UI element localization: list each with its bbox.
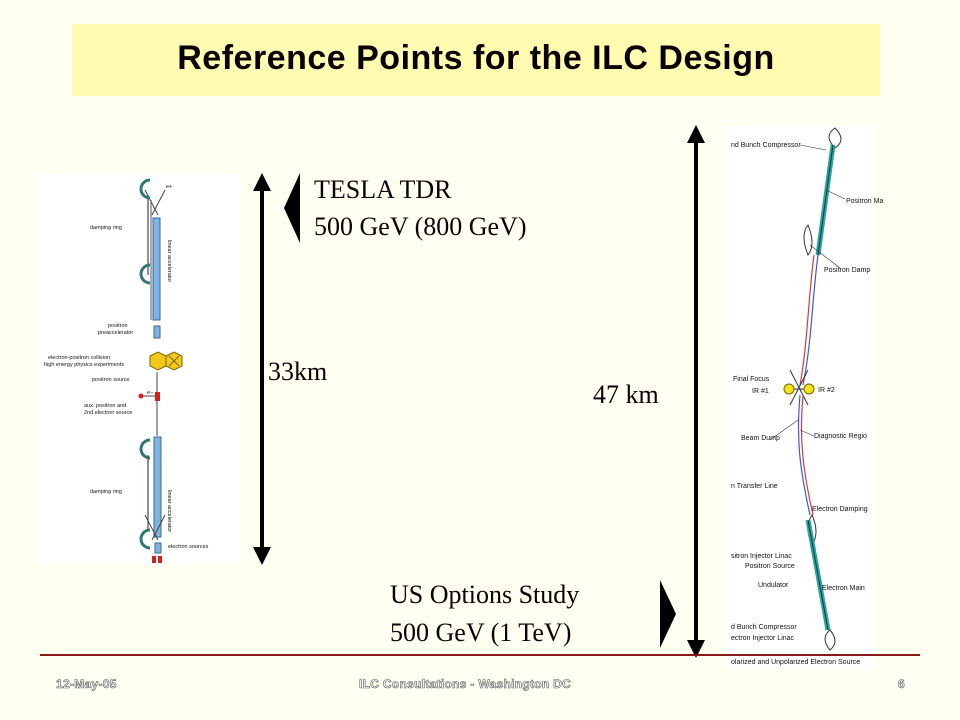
us-pointer-triangle — [660, 580, 676, 648]
us-label-electron-injector: ectron Injector Linac — [731, 635, 795, 642]
tesla-label-preaccelerator: preaccelerator — [98, 330, 133, 336]
us-label-undulator: Undulator — [758, 582, 789, 589]
tesla-diagram — [38, 174, 240, 564]
tesla-schematic: e+ damping ring linear accelerator posit… — [44, 178, 209, 563]
ir1-detector — [783, 383, 795, 395]
us-label-bunch-compressor-bottom: d Bunch Compressor — [731, 624, 797, 631]
damping-ring-top-2 — [139, 263, 151, 285]
us-energy-label: 500 GeV (1 TeV) — [390, 618, 572, 647]
positron-source-block — [155, 392, 160, 401]
tesla-label-e-minus: e− — [147, 390, 153, 396]
us-label-positron-main: Positron Ma — [846, 198, 883, 205]
us-label-ir2: IR #2 — [818, 387, 835, 394]
footer-page-number: 6 — [898, 677, 905, 692]
us-length-arrow — [687, 125, 705, 658]
detector-hexagon-1 — [149, 351, 167, 371]
tesla-label-collision-2: high energy physics experiments — [44, 362, 124, 368]
damping-ring-bottom-2 — [139, 528, 151, 550]
us-options-label: US Options Study — [390, 580, 580, 609]
footer-date: 12-May-05 — [56, 677, 117, 692]
tesla-label-e-plus: e+ — [166, 184, 172, 190]
tesla-energy-label: 500 GeV (800 GeV) — [314, 212, 527, 241]
ir2-detector — [803, 383, 815, 395]
positron-damping-ring — [803, 224, 813, 256]
tesla-label-positron: positron — [108, 323, 128, 329]
us-label-final-focus: Final Focus — [733, 376, 770, 383]
tesla-label-linear-accelerator-top: linear accelerator — [166, 240, 172, 282]
damping-ring-top-1 — [139, 178, 151, 200]
us-label-diagnostic-region: Diagnostic Regio — [814, 433, 867, 440]
damping-ring-bottom-1 — [139, 438, 151, 460]
us-label-electron-main: Electron Main — [822, 585, 865, 592]
tesla-label-electron-sources: electron sources — [168, 544, 209, 550]
tesla-label-collision-1: electron-positron collision — [48, 355, 110, 361]
tesla-label-aux-source-1: aux. positron and — [84, 403, 126, 409]
us-options-diagram — [727, 126, 875, 670]
footer-event: ILC Consultations - Washington DC — [359, 677, 572, 692]
us-label-positron-source: Positron Source — [745, 563, 795, 570]
tesla-label-linear-accelerator-bottom: linear accelerator — [166, 490, 172, 532]
tesla-label-aux-source-2: 2nd electron source — [84, 410, 132, 416]
tesla-length-label: 33km — [268, 357, 328, 386]
us-label-bunch-compressor-top: nd Bunch Compressor — [731, 142, 801, 149]
title-box: Reference Points for the ILC Design — [72, 24, 880, 96]
tesla-tdr-label: TESLA TDR — [314, 175, 452, 204]
tesla-label-damping-ring-bottom: damping ring — [90, 489, 122, 495]
footer-rule — [40, 654, 920, 656]
us-length-label: 47 km — [593, 380, 659, 409]
us-label-positron-injector: sitron Injector Linac — [731, 553, 792, 560]
us-label-electron-damping: Electron Damping — [812, 506, 868, 513]
tesla-label-damping-ring-top: damping ring — [90, 225, 122, 231]
lower-linac — [153, 436, 162, 538]
tesla-length-arrow — [253, 173, 271, 565]
upper-linac — [152, 217, 161, 321]
us-schematic: nd Bunch Compressor Positron Ma Positron… — [731, 127, 883, 666]
slide-title: Reference Points for the ILC Design — [177, 39, 775, 77]
us-label-polarized-source: olarized and Unpolarized Electron Source — [731, 659, 860, 666]
us-label-transfer-line: n Transfer Line — [731, 483, 778, 490]
tesla-label-positron-source: positron source — [92, 377, 130, 383]
us-label-beam-dump: Beam Dump — [741, 435, 780, 442]
tesla-pointer-triangle — [284, 173, 300, 243]
us-label-positron-damp: Positron Damp — [824, 267, 870, 274]
us-label-ir1: IR #1 — [752, 388, 769, 395]
